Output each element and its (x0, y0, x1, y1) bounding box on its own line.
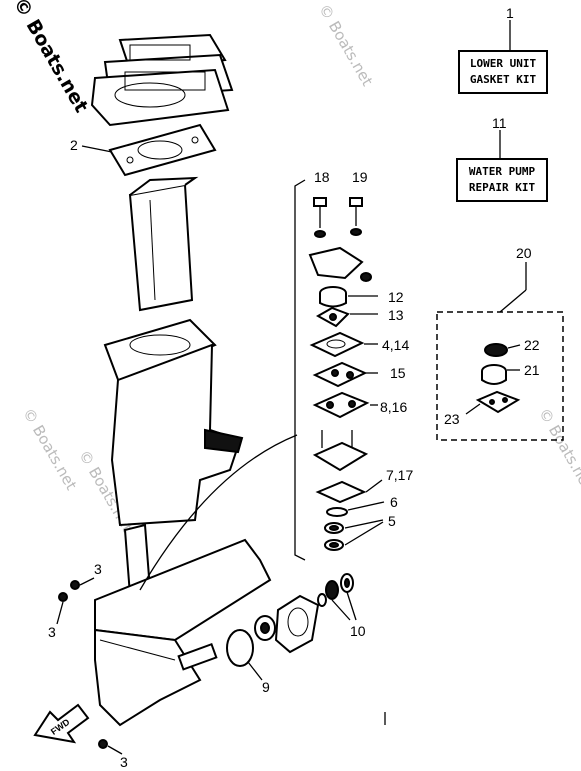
callout-10[interactable]: 10 (350, 623, 366, 639)
fwd-arrow-icon: FWD (33, 703, 90, 744)
gasket-plate-2[interactable] (108, 123, 217, 177)
callout-15[interactable]: 15 (390, 365, 406, 381)
oil-seals-5[interactable] (324, 522, 344, 551)
callout-6[interactable]: 6 (390, 494, 398, 510)
o-ring-9[interactable] (226, 629, 254, 667)
callout-8-16[interactable]: 8,16 (380, 399, 407, 415)
gasket-15[interactable] (312, 361, 368, 388)
upper-casing[interactable] (103, 318, 244, 527)
gasket-kit-line2: GASKET KIT (469, 73, 537, 86)
callout-1[interactable]: 1 (506, 5, 514, 21)
callout-12[interactable]: 12 (388, 289, 404, 305)
callout-13[interactable]: 13 (388, 307, 404, 323)
lower-unit-gasket-kit-box[interactable]: LOWER UNIT GASKET KIT (458, 50, 548, 94)
water-pump-kit-line1: WATER PUMP (468, 165, 536, 178)
o-ring-6[interactable] (326, 507, 348, 517)
callout-3b[interactable]: 3 (48, 624, 56, 640)
screws-3[interactable] (58, 580, 108, 749)
outer-plate-4-14[interactable] (309, 331, 365, 358)
callout-23[interactable]: 23 (444, 411, 460, 427)
callout-20[interactable]: 20 (516, 245, 532, 261)
callout-18[interactable]: 18 (314, 169, 330, 185)
callout-11[interactable]: 11 (492, 115, 507, 131)
callout-3a[interactable]: 3 (94, 561, 102, 577)
callout-19[interactable]: 19 (352, 169, 368, 185)
water-pump-kit-line2: REPAIR KIT (468, 181, 536, 194)
water-pump-repair-kit-box[interactable]: WATER PUMP REPAIR KIT (456, 158, 548, 202)
callout-22[interactable]: 22 (524, 337, 540, 353)
bearing-housing-10[interactable] (254, 573, 354, 654)
callout-2[interactable]: 2 (70, 137, 78, 153)
callout-21[interactable]: 21 (524, 362, 540, 378)
pump-housing[interactable] (308, 246, 372, 282)
top-gasket-stack[interactable] (90, 33, 234, 127)
insert-cartridge-12[interactable] (319, 286, 347, 308)
exhaust-housing[interactable] (128, 176, 199, 312)
bolt-18[interactable] (313, 197, 327, 238)
pump-base-7-17[interactable] (312, 430, 369, 504)
kit-20-dashed-box[interactable] (436, 311, 564, 441)
callout-5[interactable]: 5 (388, 513, 396, 529)
lower-unit-casing[interactable] (94, 523, 272, 727)
outer-plate-8-16[interactable] (312, 391, 370, 419)
callout-4-14[interactable]: 4,14 (382, 337, 409, 353)
impeller-13[interactable] (315, 306, 350, 328)
callout-9[interactable]: 9 (262, 679, 270, 695)
callout-3c[interactable]: 3 (120, 754, 128, 770)
kit-20-parts[interactable] (475, 343, 521, 414)
gasket-kit-line1: LOWER UNIT (469, 57, 537, 70)
bolt-19[interactable] (349, 197, 363, 236)
callout-7-17[interactable]: 7,17 (386, 467, 413, 483)
